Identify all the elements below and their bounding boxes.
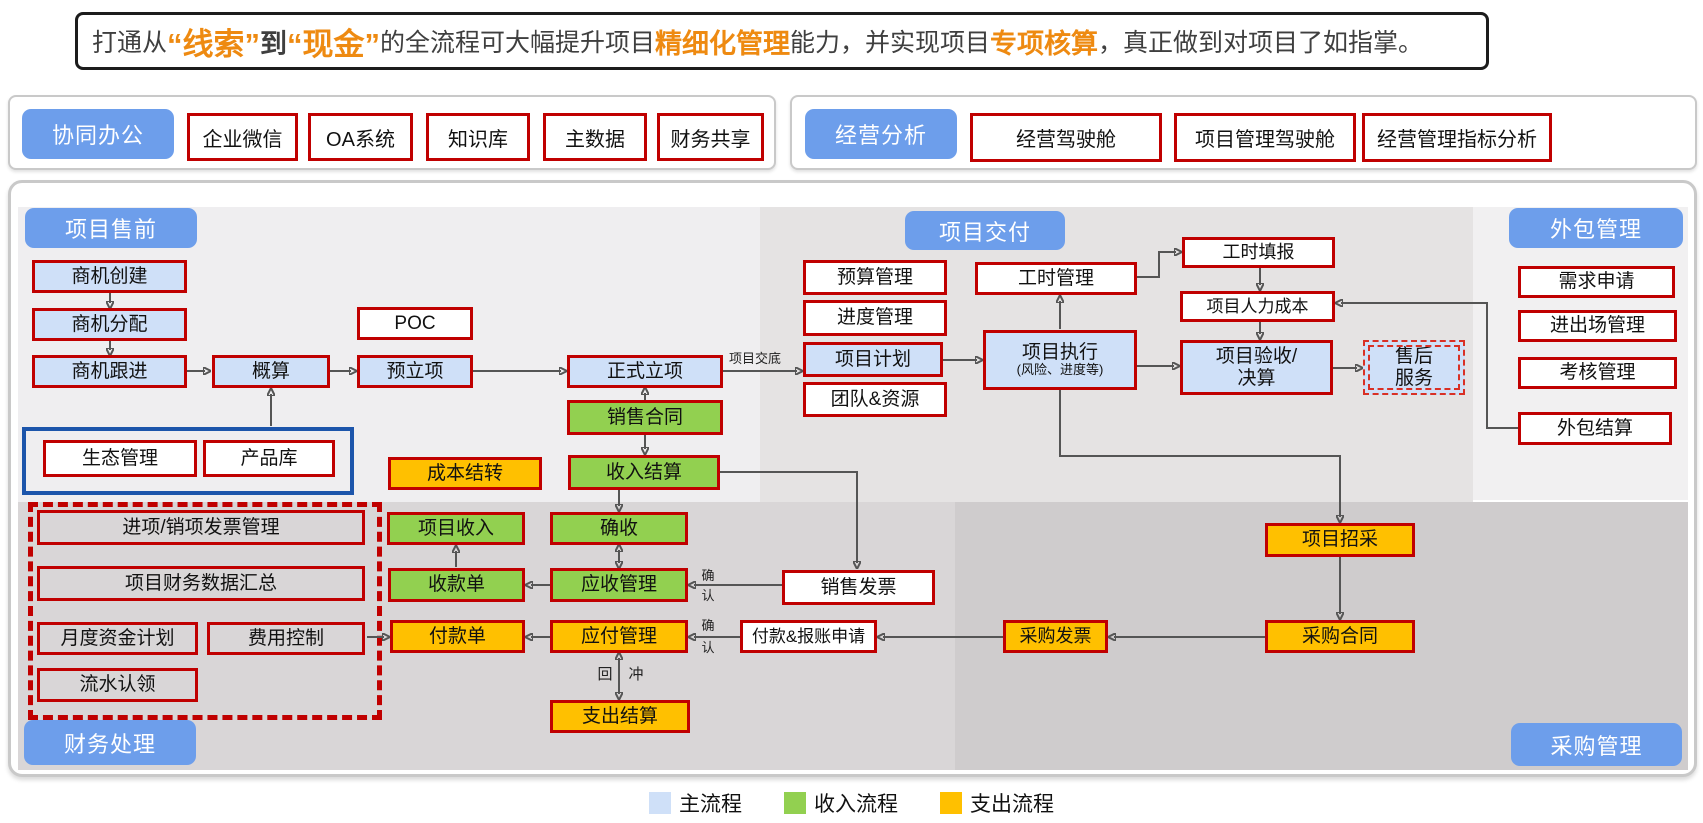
node-project-sourcing: 项目招采 [1265,523,1415,557]
knowledge-base-box: 知识库 [426,113,530,161]
node-expense-control: 费用控制 [207,622,365,655]
node-sales-invoice: 销售发票 [782,570,935,605]
node-product-lib: 产品库 [203,440,335,477]
node-payment-note: 付款单 [390,620,525,653]
biz-cockpit-box: 经营驾驶舱 [970,113,1162,162]
section-delivery: 项目交付 [905,211,1065,250]
node-acceptance-settle-line2: 决算 [1237,367,1276,389]
node-ap-mgmt: 应付管理 [550,620,688,653]
node-cost-carryover: 成本结转 [388,457,542,490]
eco-product-container [22,427,354,495]
node-invoice-mgmt: 进项/销项发票管理 [37,510,365,545]
node-demand-request: 需求申请 [1518,266,1675,298]
node-estimate: 概算 [212,355,330,388]
node-bankflow-claim: 流水认领 [37,668,198,702]
node-revenue-confirm: 确收 [550,512,688,545]
node-project-execution-label: 项目执行 [1021,342,1098,364]
edge-label-confirm-ar-bottom: 认 [701,588,715,603]
node-eco-mgmt: 生态管理 [43,440,197,477]
legend: 主流程 收入流程 支出流程 [0,788,1703,818]
edge-label-confirm-ar-top: 确 [701,568,715,583]
node-budget-mgmt: 预算管理 [803,260,947,295]
node-progress-mgmt: 进度管理 [803,300,947,336]
oa-system-box: OA系统 [308,113,413,161]
edge-label-confirm-ap-top: 确 [701,618,715,633]
project-cockpit-box: 项目管理驾驶舱 [1174,113,1356,162]
banner-text: 到 [260,28,288,59]
banner-highlight-refined-mgmt: 精细化管理 [655,28,791,59]
banner-text: 的全流程可大幅提升项目 [380,29,656,57]
node-acceptance-settle-line1: 项目验收/ [1215,346,1298,368]
edge-label-handover: 项目交底 [728,351,781,366]
node-project-execution: 项目执行 (风险、进度等) [983,330,1137,390]
master-data-box: 主数据 [543,113,647,161]
finance-dashed-container [28,502,382,720]
node-payment-request: 付款&报账申请 [740,620,877,653]
edge-label-confirm-ap-bottom: 认 [701,640,715,655]
edge-label-reverse-right: 冲 [628,666,644,683]
node-labor-cost: 项目人力成本 [1180,291,1335,322]
section-finance: 财务处理 [24,720,196,765]
node-team-resource: 团队&资源 [803,382,947,417]
banner-text: ，真正做到对项目了如指掌。 [1098,29,1424,57]
node-finance-summary: 项目财务数据汇总 [37,566,365,601]
legend-label-expense-flow: 支出流程 [970,793,1054,816]
node-timesheet-fill: 工时填报 [1182,237,1335,268]
node-aftersales-line1: 售后 [1394,346,1433,368]
node-opp-assign: 商机分配 [32,308,187,341]
legend-swatch-expense-flow [940,792,962,814]
finance-shared-box: 财务共享 [657,113,764,161]
node-revenue-settle: 收入结算 [568,455,720,490]
node-opp-create: 商机创建 [32,260,187,293]
node-pre-approval: 预立项 [357,355,473,388]
legend-label-revenue-flow: 收入流程 [814,793,898,816]
node-project-plan: 项目计划 [803,342,943,377]
node-monthly-fund-plan: 月度资金计划 [37,622,198,655]
headline-banner: 打通从 “线索” 到 “现金” 的全流程可大幅提升项目 精细化管理 能力，并实现… [75,12,1489,70]
section-procure: 采购管理 [1511,723,1682,766]
business-analysis-group: 经营分析 经营驾驶舱 项目管理驾驶舱 经营管理指标分析 [790,95,1697,170]
node-purchase-contract: 采购合同 [1265,620,1415,653]
node-appraisal-mgmt: 考核管理 [1518,357,1677,389]
banner-highlight-cash: “现金” [287,26,381,62]
banner-text: 能力，并实现项目 [790,29,991,57]
banner-highlight-special-accounting: 专项核算 [990,28,1099,59]
outsource-panel [1473,207,1688,500]
node-aftersales-service: 售后 服务 [1363,340,1465,395]
node-expense-settle: 支出结算 [550,700,690,733]
node-entry-exit-mgmt: 进出场管理 [1518,310,1677,342]
legend-item-main-flow: 主流程 [649,788,742,818]
legend-label-main-flow: 主流程 [679,793,742,816]
section-outsource: 外包管理 [1509,208,1683,248]
legend-swatch-revenue-flow [784,792,806,814]
node-opp-follow: 商机跟进 [32,355,187,388]
node-project-execution-sub: (风险、进度等) [1016,362,1104,378]
node-poc: POC [357,307,473,340]
kpi-analysis-box: 经营管理指标分析 [1362,113,1552,162]
node-project-revenue: 项目收入 [387,512,525,545]
node-ar-mgmt: 应收管理 [550,568,688,602]
banner-highlight-lead: “线索” [167,26,261,62]
node-aftersales-line2: 服务 [1394,367,1433,389]
section-presale: 项目售前 [25,208,197,248]
node-outsource-settle: 外包结算 [1518,412,1672,445]
legend-swatch-main-flow [649,792,671,814]
node-acceptance-settle: 项目验收/ 决算 [1180,340,1333,395]
collab-office-title: 协同办公 [22,109,174,159]
node-purchase-invoice: 采购发票 [1003,620,1108,653]
edge-label-reverse-left: 回 [597,666,613,683]
legend-item-revenue-flow: 收入流程 [784,788,898,818]
node-receipt-note: 收款单 [388,568,525,602]
banner-text: 打通从 [92,29,168,57]
business-analysis-title: 经营分析 [805,109,957,159]
collab-office-group: 协同办公 企业微信 OA系统 知识库 主数据 财务共享 [8,95,776,170]
legend-item-expense-flow: 支出流程 [940,788,1054,818]
node-formal-approval: 正式立项 [567,355,723,388]
node-timesheet-mgmt: 工时管理 [975,262,1137,295]
wecom-box: 企业微信 [187,113,298,161]
node-sales-contract: 销售合同 [567,400,723,435]
